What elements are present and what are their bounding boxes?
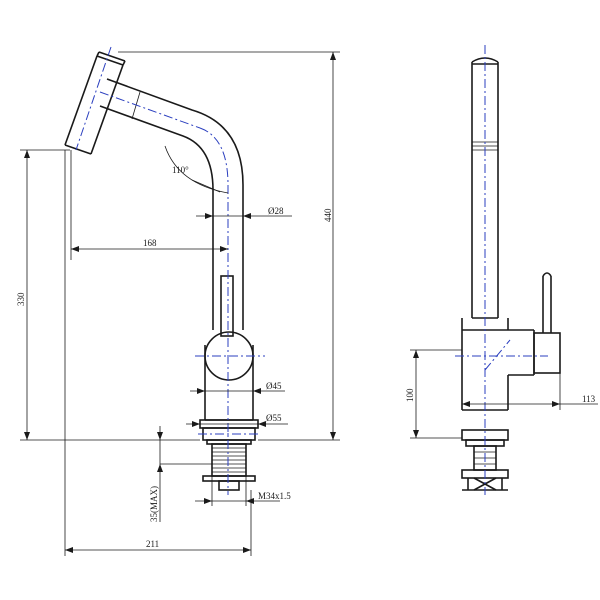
- label-handle-height: 100: [405, 388, 415, 402]
- side-view: [455, 45, 561, 495]
- label-reach: 168: [143, 238, 157, 248]
- front-dimensions: [20, 51, 340, 556]
- spout-arm: [99, 78, 244, 330]
- label-angle: 110°: [172, 165, 189, 175]
- front-centerlines: [75, 46, 265, 495]
- label-spout-diameter: Ø28: [268, 206, 284, 216]
- handle-lever: [220, 275, 234, 337]
- side-handle: [533, 272, 561, 374]
- side-dimensions: [410, 349, 598, 439]
- thread-lines: [212, 447, 246, 473]
- angle-leader: [191, 179, 221, 193]
- front-view: [64, 46, 265, 495]
- label-body-diameter: Ø45: [266, 381, 282, 391]
- spout-head: [64, 51, 126, 155]
- label-max-thickness: 35(MAX): [149, 486, 159, 522]
- label-total-width: 211: [146, 539, 159, 549]
- side-body: [461, 318, 535, 411]
- base-mount: [199, 419, 259, 491]
- label-spout-height: 330: [16, 292, 26, 306]
- label-base-diameter: Ø55: [266, 413, 282, 423]
- mixer-body: [204, 331, 254, 421]
- label-total-height: 440: [323, 208, 333, 222]
- side-centerlines: [455, 45, 548, 495]
- label-thread: M34x1.5: [258, 491, 291, 501]
- label-handle-reach: 113: [582, 394, 596, 404]
